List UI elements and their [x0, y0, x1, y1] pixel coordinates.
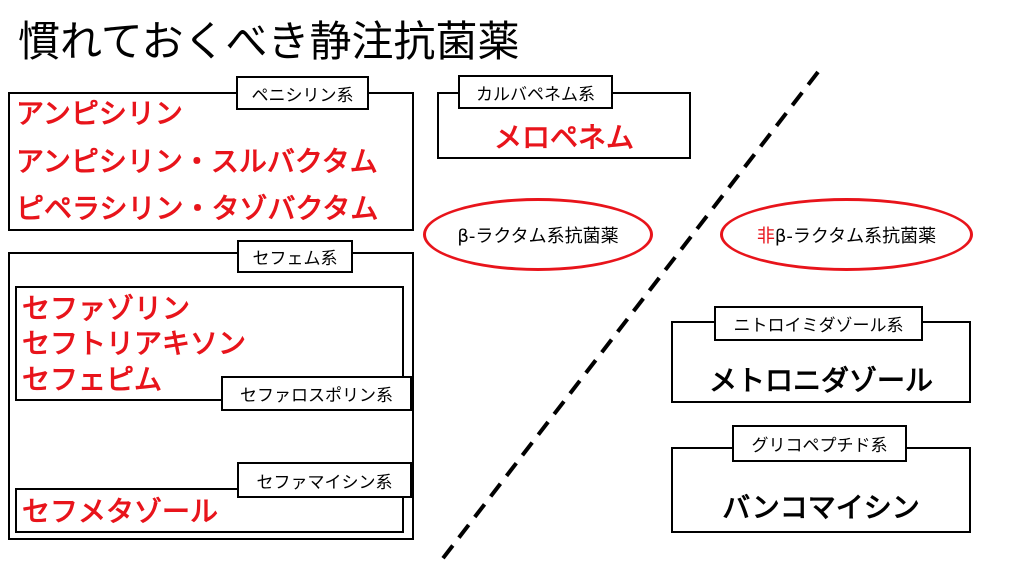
drug-ampicillin-sulbactam: アンピシリン・スルバクタム: [16, 145, 378, 178]
nitroimidazole-label: ニトロイミダゾール系: [714, 306, 923, 341]
drug-ceftriaxone: セフトリアキソン: [22, 327, 247, 360]
drug-vancomycin: バンコマイシン: [722, 491, 920, 524]
cephem-label: セフェム系: [237, 240, 353, 273]
drug-cefmetazole: セフメタゾール: [22, 495, 219, 528]
page-title: 慣れておくべき静注抗菌薬: [18, 17, 520, 66]
drug-ampicillin: アンピシリン: [16, 97, 183, 130]
drug-piperacillin-tazobactam: ピペラシリン・タゾバクタム: [16, 192, 379, 225]
drug-cefepime: セフェピム: [22, 363, 163, 396]
cephalosporin-label: セファロスポリン系: [221, 376, 412, 411]
drug-cefazolin: セファゾリン: [22, 292, 191, 325]
cephamycin-label: セファマイシン系: [237, 462, 412, 498]
beta-lactam-ellipse: β-ラクタム系抗菌薬: [423, 198, 653, 271]
drug-meropenem: メロペネム: [493, 121, 634, 154]
glycopeptide-label: グリコペプチド系: [732, 425, 907, 462]
non-beta-lactam-label: β-ラクタム系抗菌薬: [774, 225, 937, 247]
penicillin-group: [8, 92, 414, 231]
beta-lactam-label: β-ラクタム系抗菌薬: [457, 225, 619, 247]
non-prefix: 非: [756, 225, 775, 247]
penicillin-label: ペニシリン系: [236, 76, 369, 110]
carbapenem-label: カルバペネム系: [458, 75, 613, 109]
drug-metronidazole: メトロニダゾール: [708, 364, 933, 397]
